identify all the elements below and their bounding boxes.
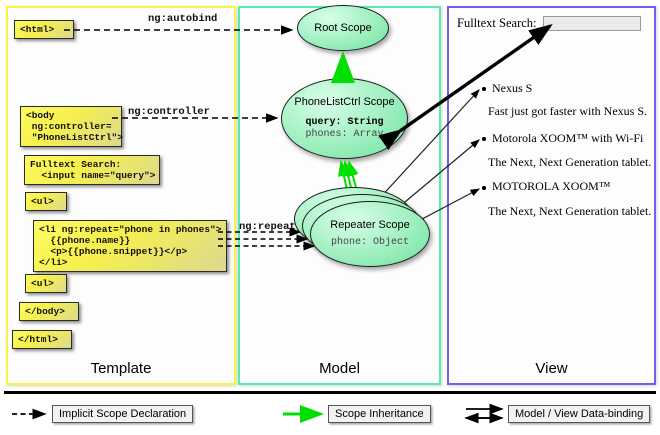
connector-label-ng-repeat: ng:repeat <box>239 221 296 233</box>
view-item-title: Motorola XOOM™ with Wi-Fi <box>492 131 644 145</box>
code-box-ul-open: <ul> <box>25 192 67 211</box>
model-column-label: Model <box>319 360 360 377</box>
search-input[interactable] <box>542 16 641 31</box>
code-box-html-open: <html> <box>14 20 74 39</box>
code-box-body-open: <body ng:controller= "PhoneListCtrl"> <box>20 106 123 147</box>
legend-item-model-view-data-binding: Model / View Data-binding <box>508 405 651 423</box>
template-column-label: Template <box>90 360 152 377</box>
view-item-title: Nexus S <box>492 81 533 95</box>
fulltext-search-label: Fulltext Search: <box>457 16 537 30</box>
legend-divider <box>4 391 656 394</box>
scope-repeater-title: Repeater Scope <box>330 218 410 231</box>
view-item-title: MOTOROLA XOOM™ <box>492 179 611 193</box>
view-column-label: View <box>535 360 568 377</box>
code-box-body-close: </body> <box>19 302 79 321</box>
scope-repeater-prop-phone: phone: Object <box>330 237 409 249</box>
bullet-icon <box>482 87 486 91</box>
scope-phonelistctrl: PhoneListCtrl Scope query: String phones… <box>281 78 408 159</box>
scope-phonelistctrl-prop-phones: phones: Array <box>305 129 384 141</box>
view-column: View <box>447 6 656 385</box>
view-item-snippet: Fast just got faster with Nexus S. <box>488 104 647 118</box>
scope-root: Root Scope <box>297 5 389 51</box>
connector-label-ng-controller: ng:controller <box>128 106 210 118</box>
code-box-li-repeat: <li ng:repeat="phone in phones"> {{phone… <box>33 220 227 272</box>
code-box-html-close: </html> <box>12 330 72 349</box>
scope-phonelistctrl-prop-query: query: String <box>305 117 384 129</box>
scope-phonelistctrl-title: PhoneListCtrl Scope <box>294 95 395 108</box>
bullet-icon <box>482 137 486 141</box>
connector-label-ng-autobind: ng:autobind <box>148 13 218 25</box>
legend-item-scope-inheritance: Scope Inheritance <box>328 405 431 423</box>
view-item-snippet: The Next, Next Generation tablet. <box>488 204 652 218</box>
view-search-row: Fulltext Search: <box>457 16 641 31</box>
scope-repeater: Repeater Scope phone: Object <box>310 201 430 267</box>
scope-root-title: Root Scope <box>314 21 372 34</box>
code-box-search-markup: Fulltext Search: <input name="query"> <box>24 155 160 185</box>
bullet-icon <box>482 186 486 190</box>
code-box-ul-close: <ul> <box>25 274 67 293</box>
view-item-snippet: The Next, Next Generation tablet. <box>488 155 652 169</box>
legend-item-implicit-scope-declaration: Implicit Scope Declaration <box>52 405 194 423</box>
